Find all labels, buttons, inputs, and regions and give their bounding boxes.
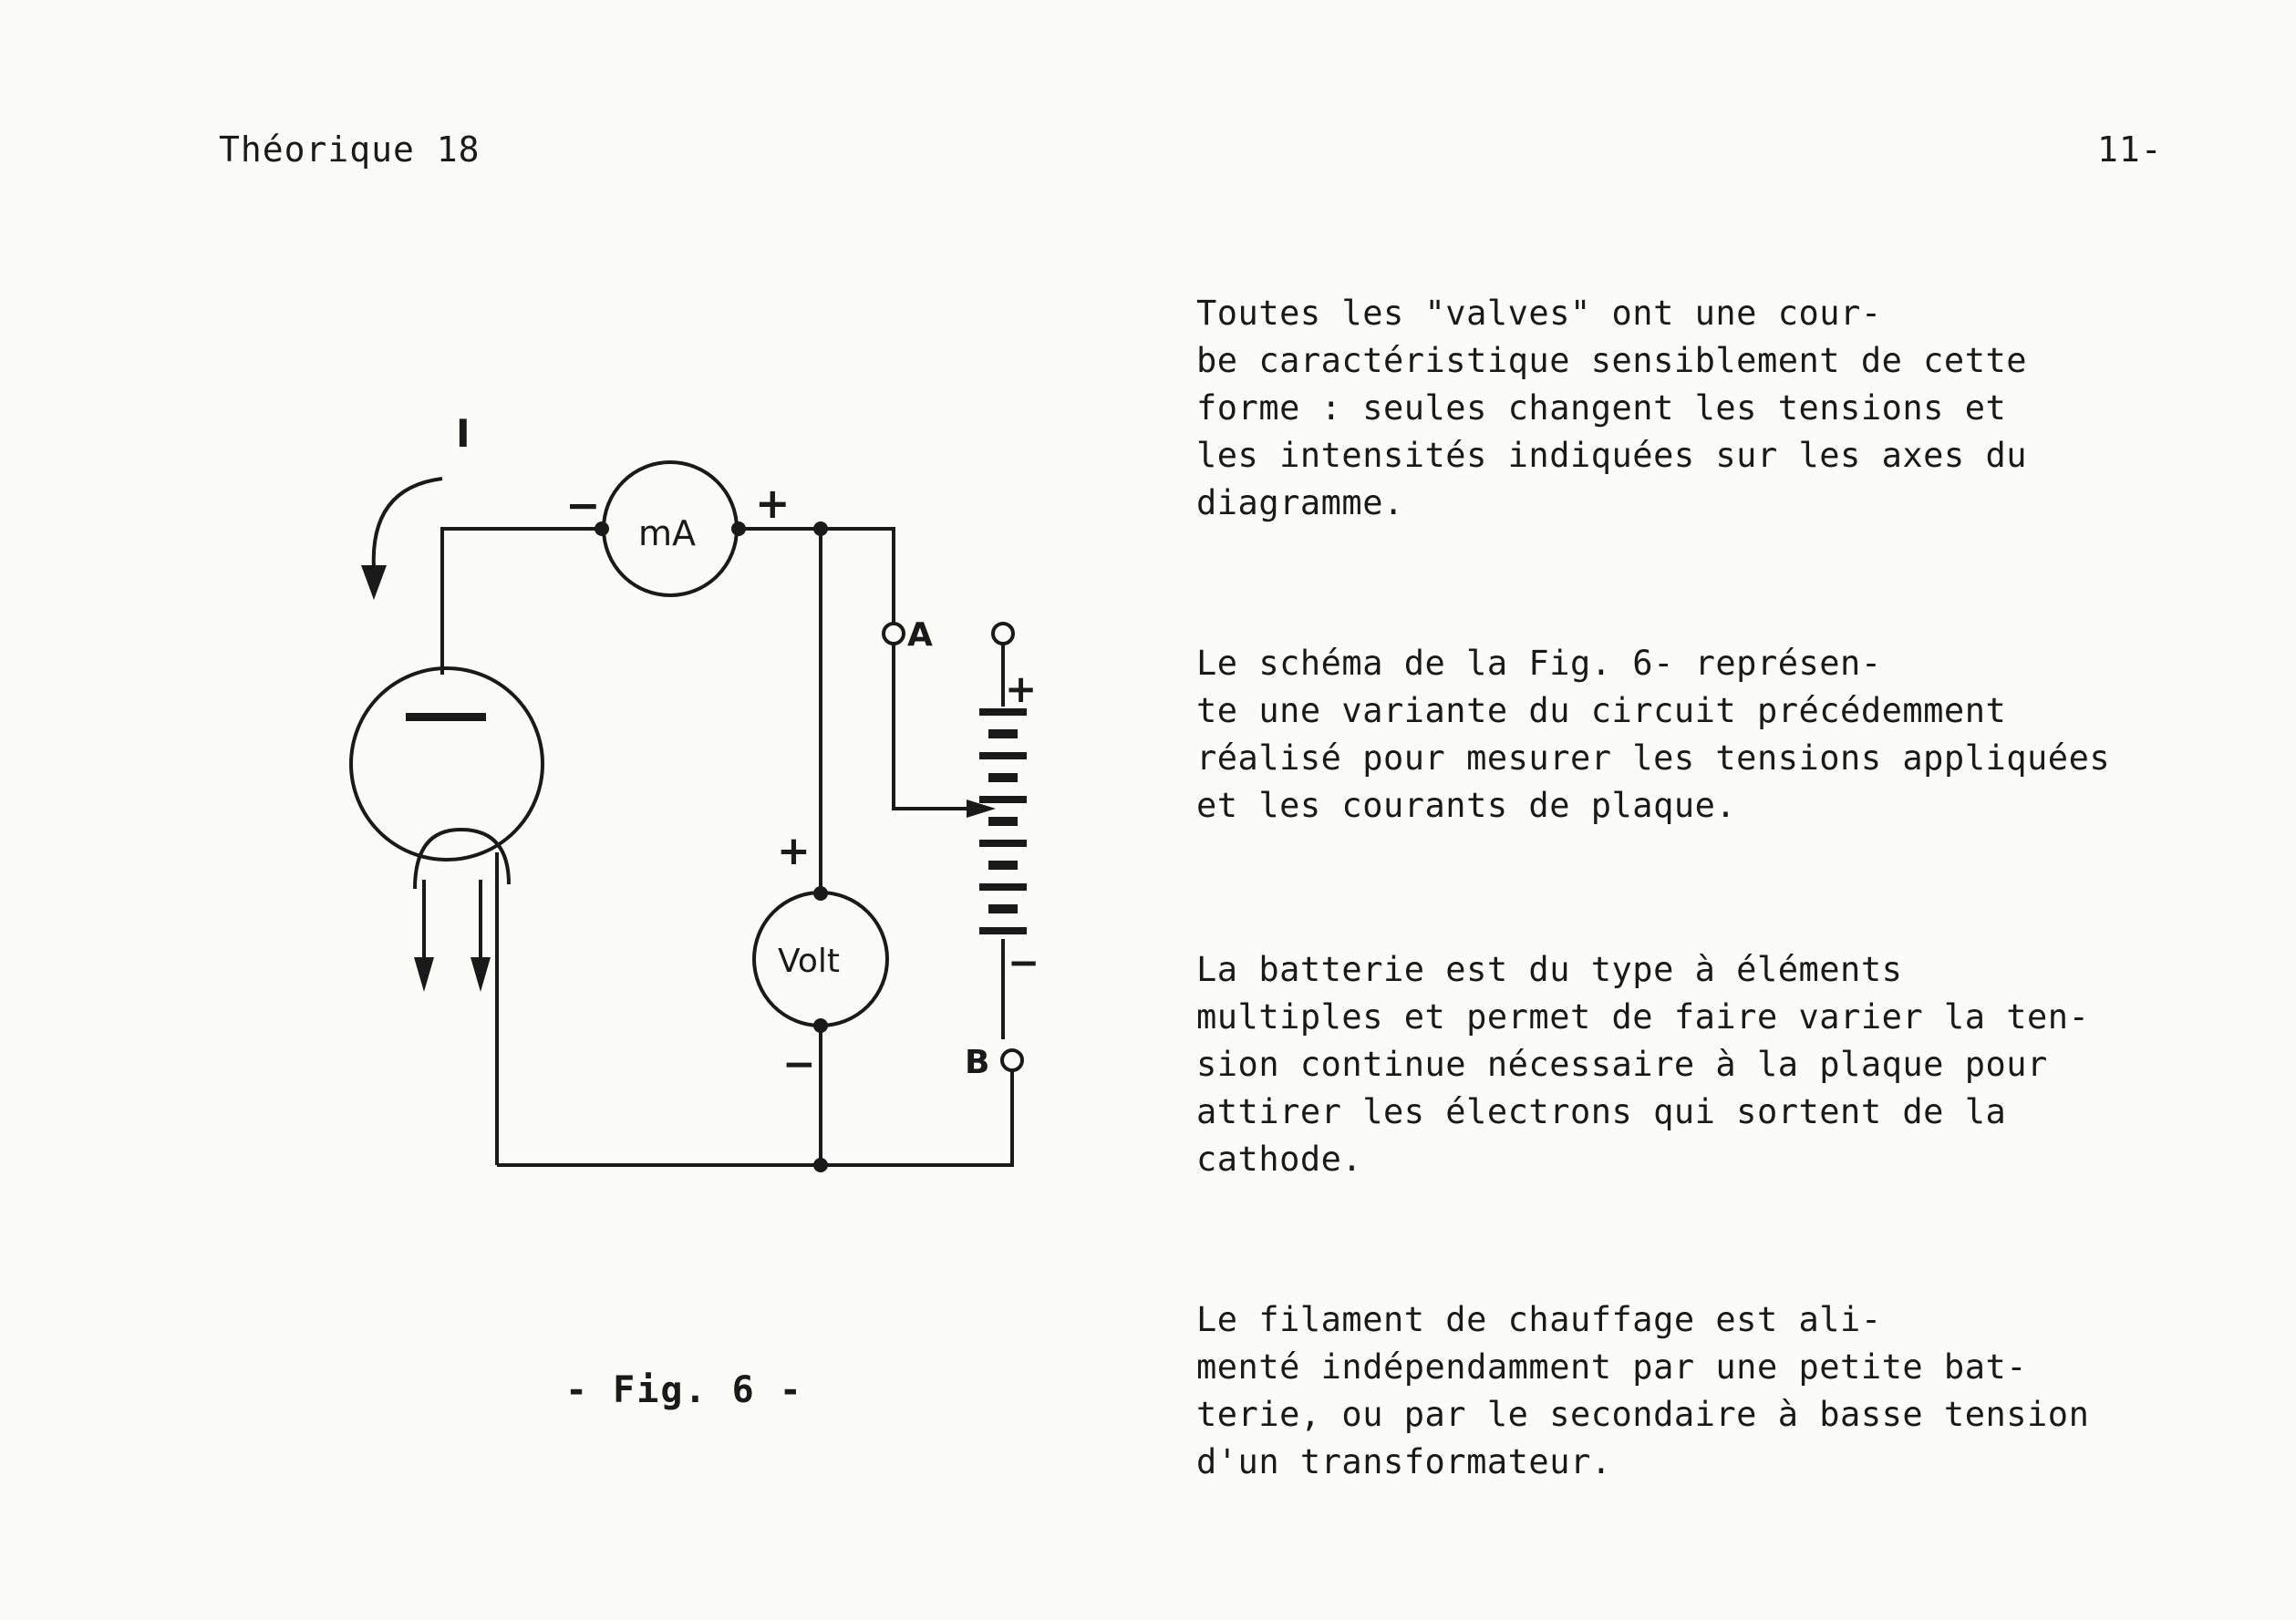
battery-top-terminal (991, 622, 1015, 645)
paragraph-valves: Toutes les "valves" ont une cour- be car… (1196, 294, 2028, 522)
voltmeter-label: Volt (778, 943, 840, 980)
voltmeter-minus-label: − (782, 1041, 816, 1088)
slider-arrowhead (967, 800, 996, 818)
battery-plus-label: + (1005, 666, 1037, 711)
tube-plate (406, 713, 486, 721)
current-arrow (371, 477, 443, 571)
page-header-title: Théorique 18 (219, 129, 481, 170)
terminal-a-label: A (907, 616, 933, 654)
figure-caption: - Fig. 6 - (565, 1369, 803, 1411)
terminal-b-label: B (965, 1044, 989, 1081)
paragraph-battery: La batterie est du type à éléments multi… (1196, 950, 2090, 1179)
cathode (413, 827, 511, 890)
ma-minus-label: − (565, 480, 601, 530)
voltmeter-plus-label: + (777, 828, 811, 874)
paragraph-schema: Le schéma de la Fig. 6- représen- te une… (1196, 644, 2111, 825)
current-arrowhead (361, 565, 387, 600)
milliammeter-label: mA (638, 513, 696, 553)
paragraph-filament: Le filament de chauffage est ali- menté … (1196, 1300, 2090, 1481)
current-label: I (456, 411, 471, 456)
page-number: 11- (2097, 129, 2163, 170)
multi-cell-battery (979, 708, 1027, 934)
battery-minus-label: − (1008, 940, 1039, 985)
vacuum-tube (349, 666, 544, 862)
terminal-a (882, 622, 905, 645)
circuit-diagram: I mA − + A + − + − Volt B (337, 401, 1122, 1203)
ma-plus-label: + (755, 479, 791, 528)
terminal-b (1000, 1048, 1024, 1072)
circuit-svg: I mA − + A + − + − Volt B (349, 411, 1039, 1172)
